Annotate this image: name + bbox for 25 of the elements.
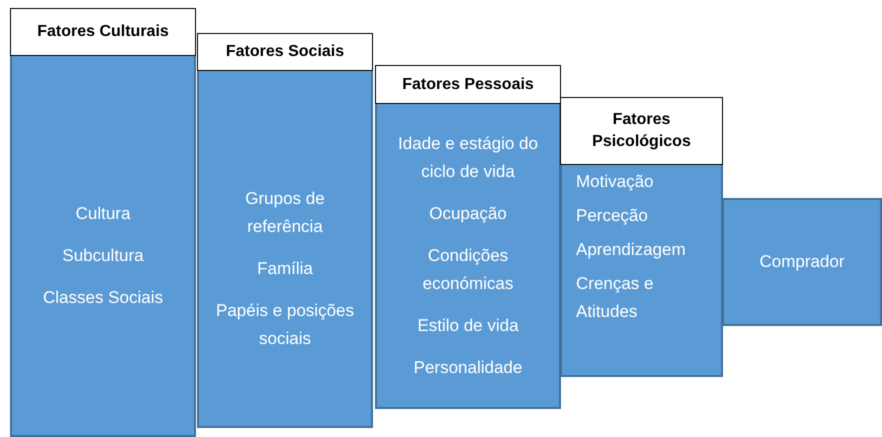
column-heading: Fatores Psicológicos (560, 97, 723, 165)
factor-panel (375, 65, 561, 409)
factor-item: Estilo de vida (417, 314, 519, 336)
factor-item: Personalidade (414, 356, 522, 378)
factor-item: Cultura (76, 202, 130, 224)
factor-item: Classes Sociais (43, 286, 163, 308)
factor-item: Subcultura (62, 244, 144, 266)
factor-item: Idade e estágio do ciclo de vida (397, 132, 539, 182)
factor-item: Aprendizagem (576, 239, 686, 261)
factor-item: Papéis e posições sociais (215, 300, 355, 350)
factor-item: Grupos de referência (244, 188, 326, 238)
factor-panel (722, 198, 882, 326)
factor-item: Comprador (759, 251, 845, 273)
column-heading: Fatores Sociais (197, 33, 373, 71)
factor-panel (197, 33, 373, 428)
factor-panel (10, 8, 196, 437)
factor-panel (560, 97, 723, 377)
column-heading: Fatores Pessoais (375, 65, 561, 104)
factor-item: Perceção (576, 205, 648, 227)
factor-item: Motivação (576, 171, 654, 193)
factor-item: Crenças e Atitudes (576, 273, 654, 323)
factor-item: Família (257, 258, 313, 280)
column-heading: Fatores Culturais (10, 8, 196, 56)
factor-item: Condições económicas (422, 244, 514, 294)
factor-item: Ocupação (429, 202, 507, 225)
